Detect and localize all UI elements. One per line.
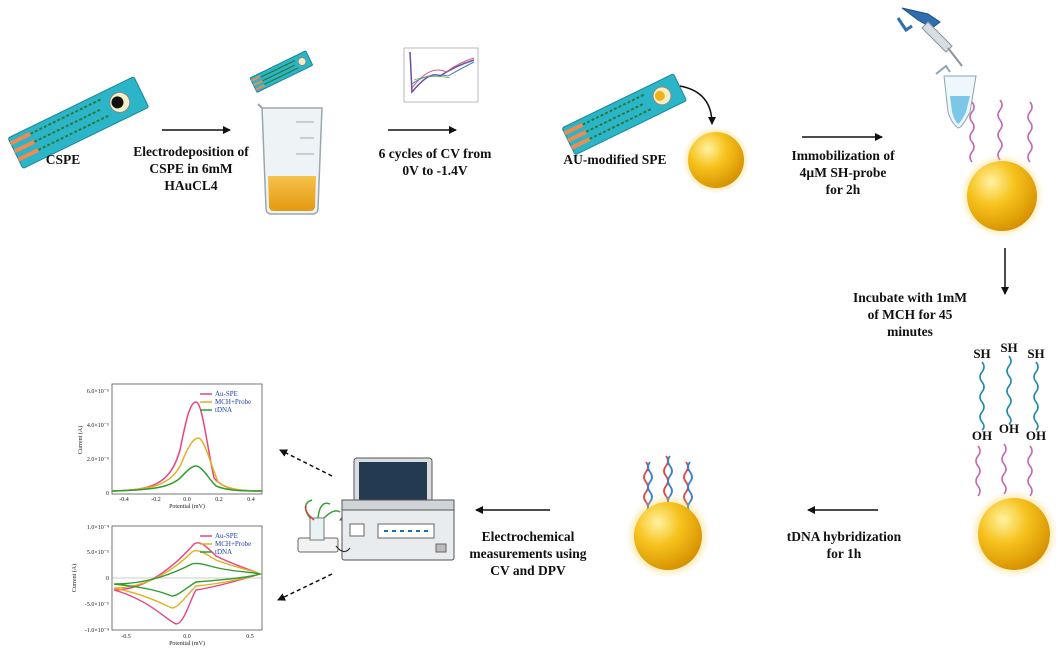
dpv-ytick-2: 4.0×10⁻⁵ bbox=[87, 423, 109, 429]
probe-sphere bbox=[960, 99, 1044, 238]
label-cspe: CSPE bbox=[45, 152, 81, 167]
label-electrodeposition-line1: Electrodeposition of bbox=[133, 144, 249, 159]
oh-label-3: OH bbox=[1026, 428, 1046, 443]
sh-label-3: SH bbox=[1027, 346, 1044, 361]
cv-xtick-1: 0.0 bbox=[183, 634, 191, 640]
cv-xlabel: Potential (mV) bbox=[169, 640, 205, 647]
cv-legend-tdna: tDNA bbox=[215, 548, 232, 556]
cv-ylabel: Current (A) bbox=[71, 564, 78, 592]
dpv-legend-mch-probe: MCH+Probe bbox=[215, 398, 251, 406]
dpv-curve-tdna bbox=[111, 465, 263, 492]
label-immobilization-line1: Immobilization of bbox=[791, 148, 895, 163]
cv-thumbnail bbox=[403, 47, 479, 103]
dpv-legend-au-spe: Au-SPE bbox=[215, 390, 238, 398]
dpv-ytick-3: 6.0×10⁻⁵ bbox=[87, 389, 109, 395]
small-electrode bbox=[249, 50, 313, 93]
cv-legend-au-spe: Au-SPE bbox=[215, 532, 238, 540]
sh-label-1: SH bbox=[973, 346, 990, 361]
cv-ytick-3: 5.0×10⁻⁵ bbox=[87, 550, 109, 556]
gold-sphere-1 bbox=[682, 126, 750, 194]
dpv-legend-tdna: tDNA bbox=[215, 406, 232, 414]
dpv-xtick-3: 0.2 bbox=[215, 497, 223, 503]
label-immobilization: Immobilization of 4µM SH-probe for 2h bbox=[780, 147, 906, 198]
cspe-electrode bbox=[8, 76, 149, 169]
label-hybridization-line1: tDNA hybridization bbox=[786, 529, 902, 544]
au-modified-electrode bbox=[562, 73, 687, 155]
label-electrodeposition-line2: CSPE in 6mM bbox=[149, 161, 233, 176]
label-electrodeposition: Electrodeposition of CSPE in 6mM HAuCL4 bbox=[116, 143, 266, 194]
dpv-curve-mch-probe bbox=[111, 437, 263, 492]
cv-xtick-0: -0.5 bbox=[121, 634, 131, 640]
label-electrodeposition-line3: HAuCL4 bbox=[164, 178, 218, 193]
dashed-arrow-up bbox=[279, 449, 333, 477]
label-measurements-line2: measurements using bbox=[469, 546, 587, 561]
beaker bbox=[257, 103, 323, 215]
label-au-modified: AU-modified SPE bbox=[563, 152, 667, 167]
oh-label-1: OH bbox=[972, 428, 992, 443]
dpv-xtick-2: 0.0 bbox=[183, 497, 191, 503]
cv-ytick-1: -5.0×10⁻⁵ bbox=[85, 602, 109, 608]
cv-legend: Au-SPE MCH+Probe tDNA bbox=[200, 532, 251, 556]
dpv-ytick-1: 2.0×10⁻⁵ bbox=[87, 457, 109, 463]
cv-plot: Current (A) Potential (mV) -1.0×10⁻⁴ -5.… bbox=[71, 525, 263, 647]
mch-layer: SH SH SH OH OH OH bbox=[972, 340, 1046, 443]
label-hybridization-line2: for 1h bbox=[826, 546, 862, 561]
oh-label-2: OH bbox=[999, 421, 1019, 436]
dpv-legend: Au-SPE MCH+Probe tDNA bbox=[200, 390, 251, 414]
curved-arrow bbox=[679, 85, 716, 125]
cv-ytick-4: 1.0×10⁻⁴ bbox=[87, 525, 109, 531]
dashed-arrow-down bbox=[277, 573, 333, 601]
label-cv-cycles-line1: 6 cycles of CV from bbox=[378, 146, 492, 161]
dpv-xtick-4: 0.4 bbox=[247, 497, 255, 503]
dpv-plot: Current (A) Potential (mV) 0 2.0×10⁻⁵ 4.… bbox=[77, 383, 263, 510]
dpv-xtick-1: -0.2 bbox=[151, 497, 161, 503]
label-incubate-line1: Incubate with 1mM bbox=[853, 290, 967, 305]
dpv-ylabel: Current (A) bbox=[77, 426, 84, 454]
cv-legend-mch-probe: MCH+Probe bbox=[215, 540, 251, 548]
label-incubate: Incubate with 1mM of MCH for 45 minutes bbox=[838, 289, 982, 340]
cv-ytick-0: -1.0×10⁻⁴ bbox=[85, 628, 109, 634]
label-measurements-line3: CV and DPV bbox=[490, 563, 566, 578]
hybridized-sphere bbox=[626, 455, 710, 578]
cv-curve-tdna bbox=[113, 562, 263, 597]
label-immobilization-line2: 4µM SH-probe bbox=[799, 165, 887, 180]
label-hybridization: tDNA hybridization for 1h bbox=[772, 528, 916, 562]
potentiostat-setup bbox=[297, 457, 455, 561]
label-incubate-line2: of MCH for 45 bbox=[867, 307, 953, 322]
pipette bbox=[896, 7, 963, 67]
label-measurements-line1: Electrochemical bbox=[481, 529, 575, 544]
mch-sphere bbox=[970, 443, 1058, 578]
dpv-xlabel: Potential (mV) bbox=[169, 503, 205, 510]
cv-ytick-2: 0 bbox=[106, 576, 109, 582]
label-incubate-line3: minutes bbox=[887, 324, 933, 339]
dpv-ytick-0: 0 bbox=[106, 491, 109, 497]
label-cv-cycles-line2: 0V to -1.4V bbox=[402, 163, 468, 178]
cv-xtick-2: 0.5 bbox=[246, 634, 254, 640]
label-immobilization-line3: for 2h bbox=[825, 182, 861, 197]
dpv-xtick-0: -0.4 bbox=[119, 497, 129, 503]
label-measurements: Electrochemical measurements using CV an… bbox=[460, 528, 596, 579]
microtube bbox=[935, 64, 977, 129]
sh-label-2: SH bbox=[1000, 340, 1017, 355]
label-cv-cycles: 6 cycles of CV from 0V to -1.4V bbox=[360, 145, 510, 179]
